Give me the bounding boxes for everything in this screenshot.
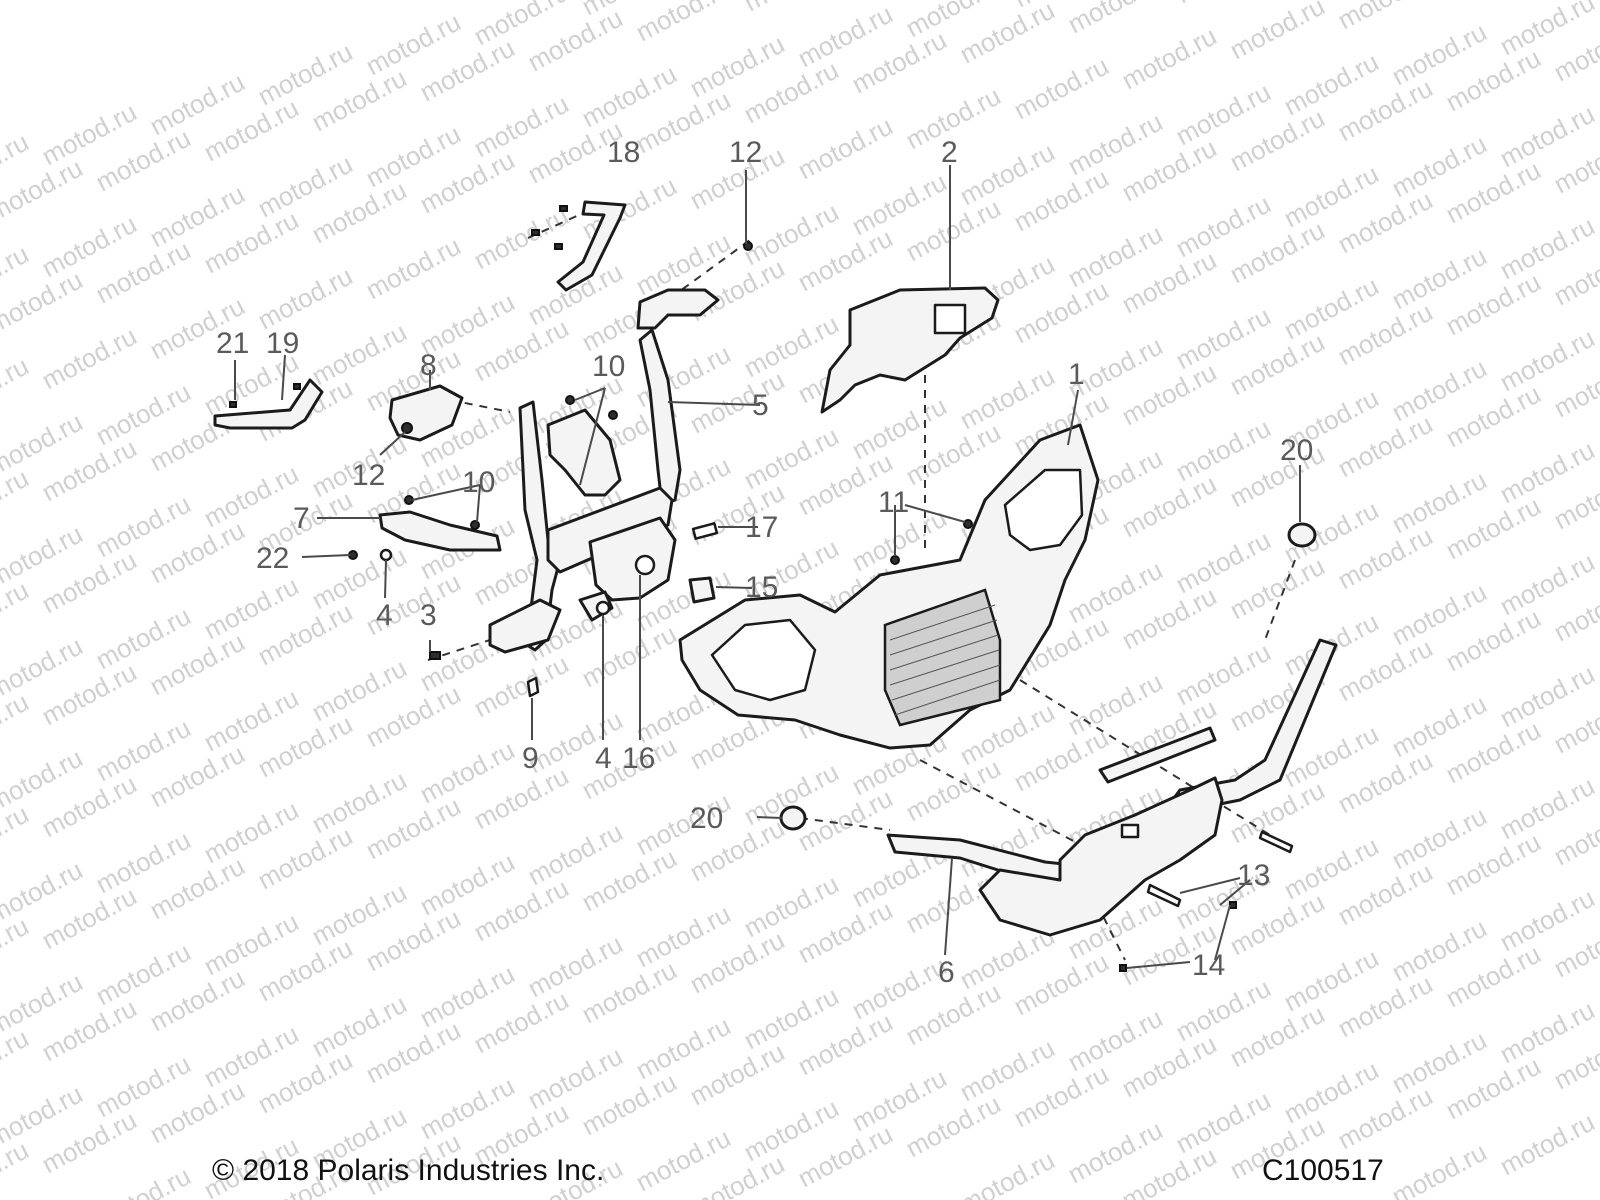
callout-3: 3 [420, 599, 437, 632]
part-20-caps [756, 465, 1317, 831]
watermark-text: motod.ru [1117, 21, 1222, 96]
watermark-text: motod.ru [1225, 0, 1330, 65]
part-6-bumper [886, 638, 1338, 956]
watermark-text: motod.ru [91, 1161, 196, 1200]
part-13-14-bolts [1119, 830, 1294, 972]
watermark-text: motod.ru [631, 0, 736, 47]
part-18-strap [531, 200, 627, 292]
callout-10: 10 [592, 350, 625, 383]
figure-id: C100517 [1262, 1154, 1384, 1187]
callout-14: 14 [1192, 949, 1225, 982]
callout-16: 16 [622, 742, 655, 775]
part-5-frame [488, 328, 761, 654]
watermark-text: motod.ru [793, 111, 898, 186]
callout-22: 22 [256, 542, 289, 575]
watermark-text: motod.ru [1009, 51, 1114, 126]
callout-1: 1 [1068, 358, 1085, 391]
callout-4: 4 [376, 599, 393, 632]
watermark-text: motod.ru [361, 231, 466, 306]
watermark-text: motod.ru [955, 1145, 1060, 1200]
watermark-text: motod.ru [1063, 0, 1168, 39]
watermark-text: motod.ru [0, 687, 33, 762]
watermark-text: motod.ru [739, 0, 844, 17]
callout-9: 9 [522, 742, 539, 775]
callout-15: 15 [745, 571, 778, 604]
callout-20: 20 [690, 802, 723, 835]
callout-11: 11 [878, 486, 909, 519]
watermark-text: motod.ru [0, 463, 33, 538]
callout-20: 20 [1280, 434, 1313, 467]
part-7-bracket [317, 484, 502, 552]
callout-17: 17 [745, 511, 778, 544]
part-2-panel [820, 165, 1000, 414]
part-8-bracket [379, 370, 464, 456]
watermark-text: motod.ru [469, 201, 574, 276]
watermark-text: motod.ru [0, 911, 33, 986]
part-12-top-bracket [636, 170, 753, 330]
callout-19: 19 [266, 327, 299, 360]
callout-13: 13 [1237, 859, 1270, 892]
watermark-text: motod.ru [1171, 0, 1276, 9]
watermark-text: motod.ru [0, 799, 33, 874]
watermark-text: motod.ru [0, 1023, 33, 1098]
watermark-text: motod.ru [1333, 0, 1438, 35]
copyright-notice: © 2018 Polaris Industries Inc. [212, 1154, 605, 1187]
callout-5: 5 [752, 389, 769, 422]
watermark-text: motod.ru [253, 261, 358, 336]
part-10-plate [546, 387, 622, 497]
callout-4: 4 [595, 742, 612, 775]
callout-8: 8 [420, 349, 437, 382]
callout-labels: 1 2 3 4 4 5 6 7 8 9 10 10 11 12 12 13 14… [216, 136, 1313, 989]
watermark-text: motod.ru [1441, 0, 1546, 5]
watermark-text: motod.ru [0, 351, 33, 426]
callout-2: 2 [941, 136, 958, 169]
callout-21: 21 [216, 327, 249, 360]
callout-12: 12 [352, 459, 385, 492]
callout-7: 7 [293, 502, 310, 535]
part-19-strap [213, 354, 324, 430]
callout-10: 10 [462, 466, 495, 499]
callout-6: 6 [938, 956, 955, 989]
watermark-text: motod.ru [1495, 1107, 1600, 1182]
callout-12: 12 [729, 136, 762, 169]
watermark-text: motod.ru [37, 321, 142, 396]
watermark-text: motod.ru [0, 1135, 33, 1200]
watermark-text: motod.ru [0, 575, 33, 650]
fasteners [301, 504, 973, 740]
callout-18: 18 [607, 136, 640, 169]
part-1-fascia [678, 389, 1100, 750]
watermark-text: motod.ru [1387, 1137, 1492, 1200]
